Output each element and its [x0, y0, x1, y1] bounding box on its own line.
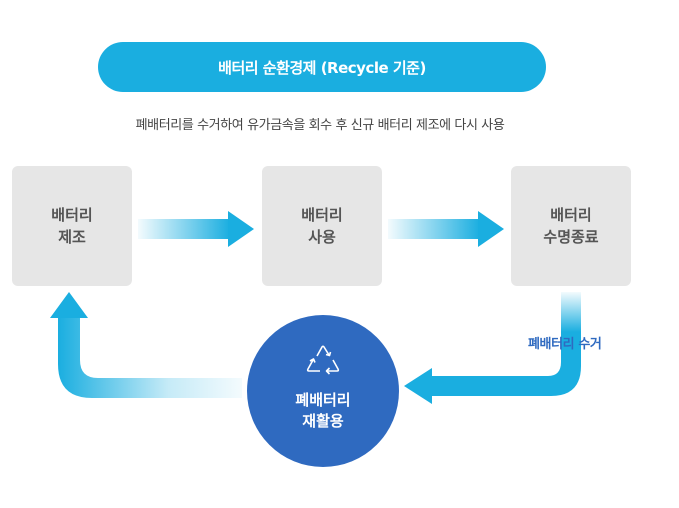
- collection-label: 폐배터리 수거: [528, 337, 602, 352]
- step-label-line1: 배터리: [301, 206, 343, 224]
- recycle-label-line1: 폐배터리: [295, 391, 351, 409]
- step-label-line1: 배터리: [550, 206, 592, 224]
- step-label-line2: 수명종료: [543, 228, 599, 246]
- step-battery-end-of-life: 배터리 수명종료: [511, 166, 631, 286]
- diagram-subtitle: 폐배터리를 수거하여 유가금속을 회수 후 신규 배터리 제조에 다시 사용: [135, 118, 505, 133]
- arrow-use-to-end-of-life: [388, 211, 504, 247]
- step-label-line2: 제조: [58, 228, 86, 246]
- arrow-end-of-life-to-recycle: [404, 292, 581, 404]
- diagram-title-text: 배터리 순환경제 (Recycle 기준): [218, 58, 426, 77]
- step-label-line2: 사용: [308, 228, 336, 246]
- step-battery-manufacture: 배터리 제조: [12, 166, 132, 286]
- step-battery-use: 배터리 사용: [262, 166, 382, 286]
- diagram-title: 배터리 순환경제 (Recycle 기준): [98, 42, 546, 92]
- recycle-label-line2: 재활용: [302, 412, 344, 430]
- arrow-manufacture-to-use: [138, 211, 254, 247]
- recycle-circle: 폐배터리 재활용: [247, 315, 399, 467]
- step-label-line1: 배터리: [51, 206, 93, 224]
- recycle-icon: [306, 345, 340, 375]
- arrow-recycle-to-manufacture: [50, 292, 242, 398]
